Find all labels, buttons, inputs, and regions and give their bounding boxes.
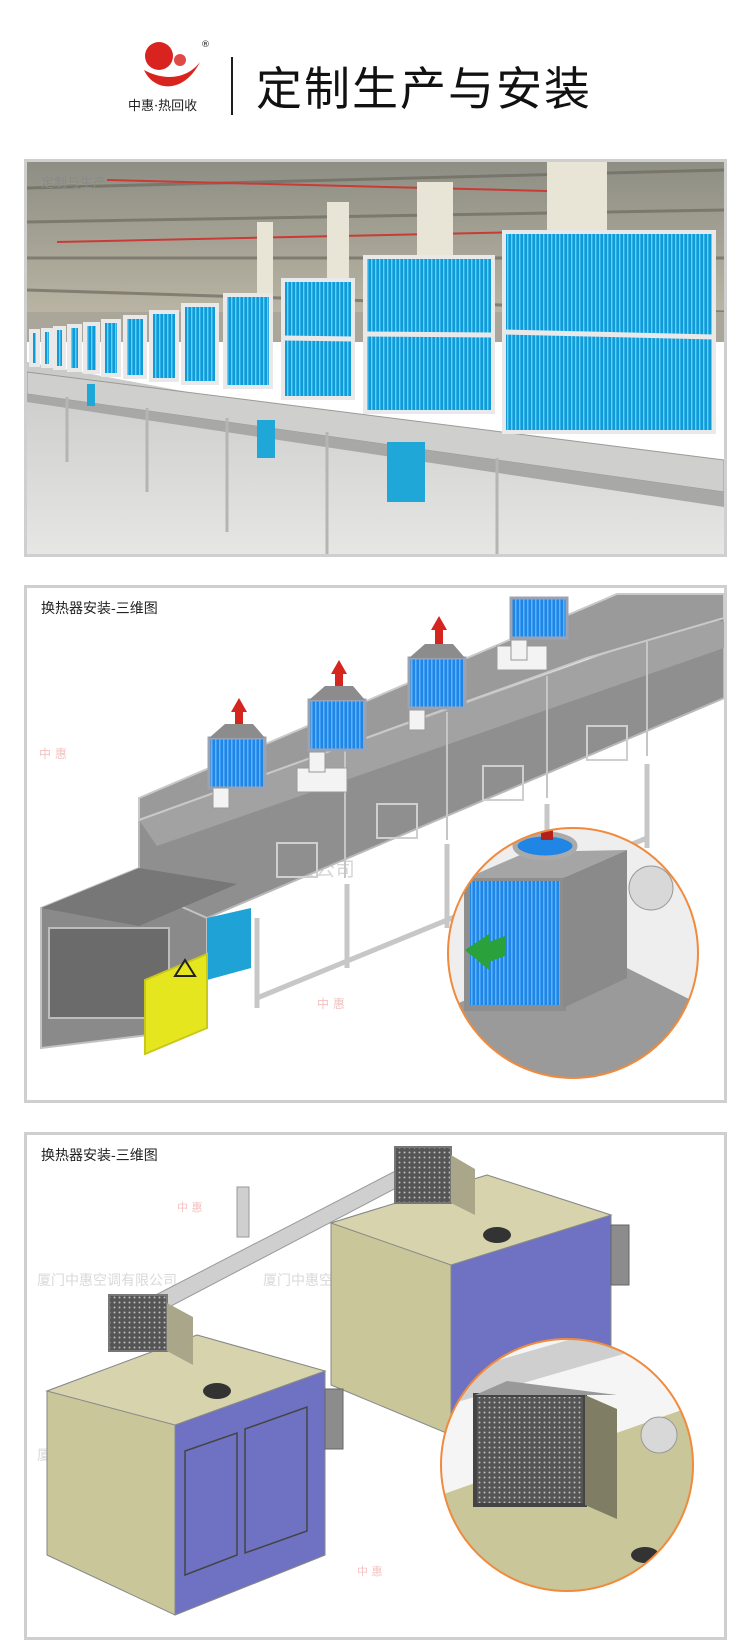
heat-exchanger-coils <box>29 230 716 434</box>
brand-logo: ® 中惠·热回收 <box>128 40 214 116</box>
brand-watermark: 中 惠 <box>317 996 345 1011</box>
warning-icon <box>173 958 197 977</box>
panel-caption: 换热器安装-三维图 <box>41 601 158 617</box>
factory-photo <box>27 162 724 554</box>
logo-swoosh-icon <box>144 42 200 87</box>
production-photo-panel: 定制与生产 <box>24 159 727 557</box>
detail-callout <box>447 827 699 1079</box>
company-watermark: 厦门中惠空调有限公司 <box>37 1273 177 1289</box>
heat-exchanger-units <box>207 596 569 809</box>
conveyor-3d-drawing: 厦门中惠空调有限公司 中 惠 中 惠 <box>39 593 724 1079</box>
panel-caption: 定制与生产 <box>41 176 107 191</box>
panel-caption: 换热器安装-三维图 <box>41 1148 158 1164</box>
brand-watermark: 中 惠 <box>39 746 67 761</box>
oven-install-panel: 厦门中惠空调有限公司 厦门中惠空调有限公司 厦门中惠空调有限公司 中 惠 中 惠 <box>24 1132 727 1640</box>
brand-watermark: 中 惠 <box>177 1200 203 1214</box>
logo-text: 中惠·热回收 <box>128 99 198 114</box>
page-header: ® 中惠·热回收 定制生产与安装 <box>0 0 750 140</box>
registered-mark: ® <box>201 40 210 50</box>
brand-watermark: 中 惠 <box>357 1564 383 1578</box>
header-divider <box>231 57 233 115</box>
conveyor-install-panel: 厦门中惠空调有限公司 中 惠 中 惠 <box>24 585 727 1103</box>
page-title: 定制生产与安装 <box>256 62 592 116</box>
oven-3d-drawing: 厦门中惠空调有限公司 厦门中惠空调有限公司 厦门中惠空调有限公司 中 惠 中 惠 <box>37 1146 694 1616</box>
